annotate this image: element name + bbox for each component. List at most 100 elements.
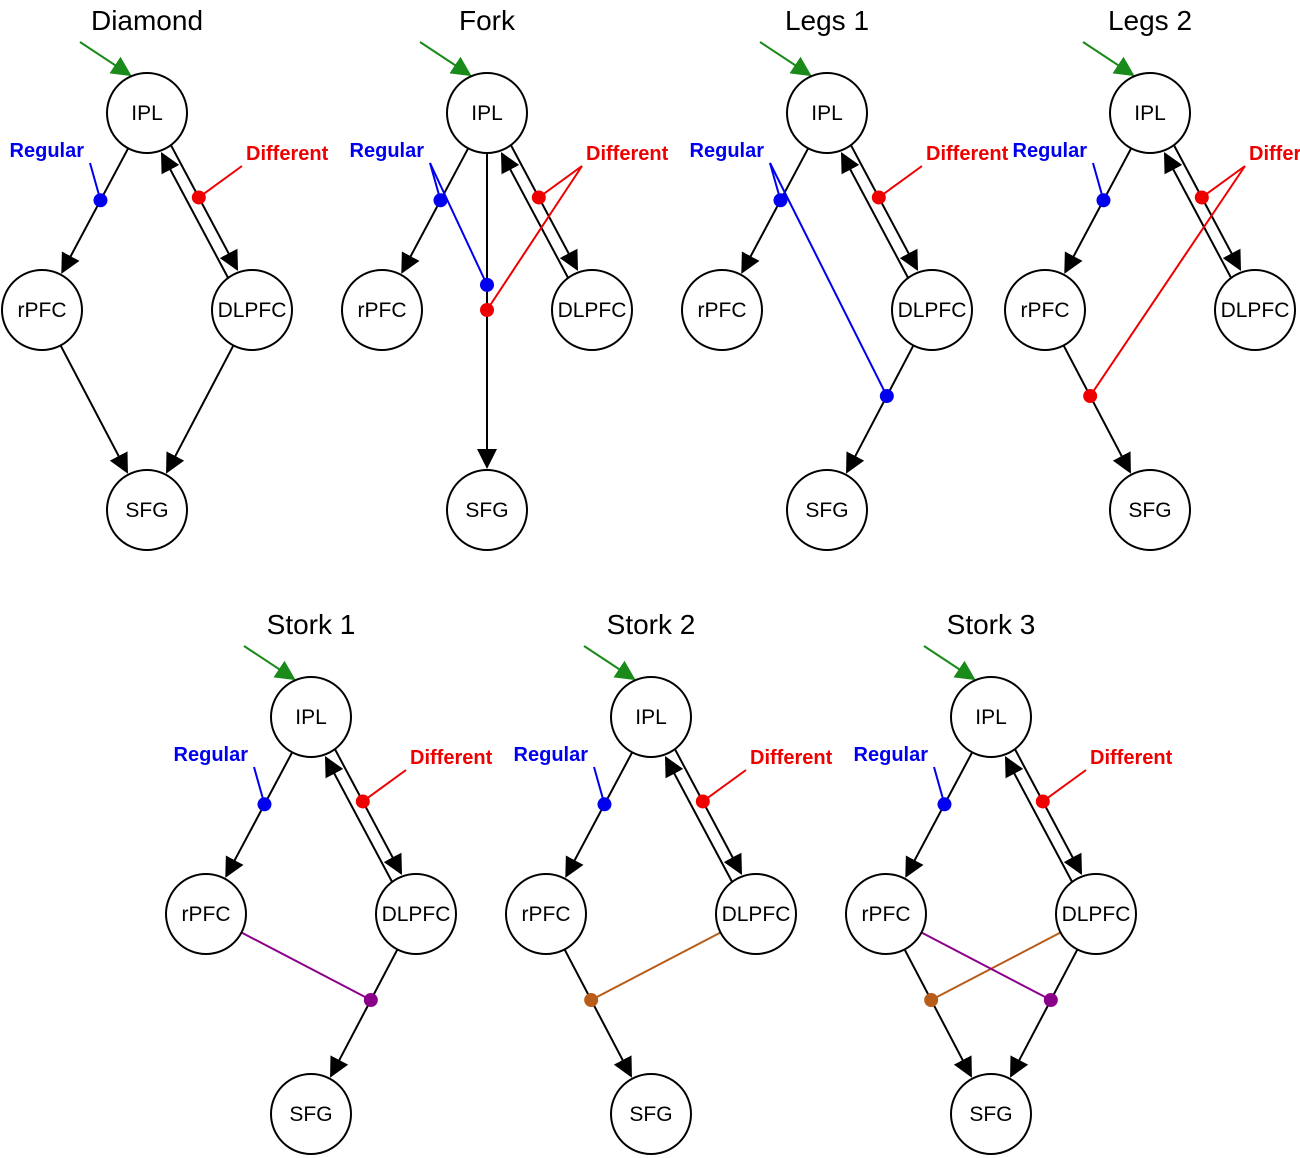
model-legs-2: Legs 2 Regular Different IPL rPFC DLPFC SFG — [1004, 5, 1300, 551]
node-ipl — [270, 676, 352, 758]
node-dlpfc — [891, 269, 973, 351]
regular-condition-label: Regular — [174, 744, 249, 766]
node-label-dlpfc: DLPFC — [1221, 299, 1290, 322]
connection-ipl-to-dlpfc — [510, 145, 579, 271]
modulation-dot-purple — [363, 993, 378, 1008]
connection-ipl-to-rpfc — [61, 147, 130, 274]
modulation-dot-different — [871, 190, 886, 205]
connection-ipl-to-rpfc — [225, 751, 294, 878]
connection-ipl-to-rpfc — [905, 751, 974, 878]
node-label-dlpfc: DLPFC — [898, 299, 967, 322]
regular-condition-label: Regular — [350, 140, 425, 162]
regular-condition-label: Regular — [1013, 140, 1088, 162]
different-condition-label: Different — [1090, 747, 1173, 769]
different-condition-label: Different — [1249, 143, 1300, 165]
modulation-line-purple — [920, 931, 1052, 1001]
connection-dlpfc-to-ipl — [160, 152, 229, 278]
modulation-dot-regular — [1096, 193, 1111, 208]
connection-dlpfc-to-sfg — [846, 344, 915, 474]
modulation-dot-regular — [597, 797, 612, 812]
modulation-line-regular — [429, 162, 488, 286]
node-label-sfg: SFG — [1128, 499, 1171, 522]
connection-ipl-to-dlpfc — [850, 145, 919, 271]
node-label-dlpfc: DLPFC — [1062, 903, 1131, 926]
node-rpfc — [845, 873, 927, 955]
connection-dlpfc-to-sfg — [166, 344, 235, 474]
different-condition-label: Different — [750, 747, 833, 769]
modulation-line-regular — [769, 162, 888, 397]
node-label-ipl: IPL — [1134, 102, 1166, 125]
connection-ipl-to-rpfc — [401, 147, 470, 274]
node-label-dlpfc: DLPFC — [722, 903, 791, 926]
node-ipl — [786, 72, 868, 154]
connection-ipl-to-dlpfc — [1014, 749, 1083, 875]
driving-input-arrow — [583, 645, 636, 681]
node-ipl — [950, 676, 1032, 758]
connection-dlpfc-to-ipl — [1163, 152, 1232, 278]
node-label-sfg: SFG — [969, 1103, 1012, 1126]
connection-ipl-to-dlpfc — [674, 749, 743, 875]
connection-ipl-to-rpfc — [1064, 147, 1133, 274]
connection-dlpfc-to-ipl — [840, 152, 909, 278]
driving-input-arrow — [759, 41, 812, 77]
node-sfg — [950, 1073, 1032, 1155]
node-label-rpfc: rPFC — [862, 903, 911, 926]
modulation-dot-regular — [480, 277, 494, 292]
modulation-dot-orange — [584, 993, 599, 1008]
different-condition-label: Different — [926, 143, 1009, 165]
connection-rpfc-to-sfg — [1062, 344, 1131, 474]
node-label-sfg: SFG — [289, 1103, 332, 1126]
regular-condition-label: Regular — [10, 140, 85, 162]
modulation-dot-regular — [433, 193, 448, 208]
connection-rpfc-to-sfg — [59, 344, 128, 474]
modulation-dot-different — [1035, 794, 1050, 809]
node-sfg — [270, 1073, 352, 1155]
node-label-sfg: SFG — [465, 499, 508, 522]
modulation-dot-regular — [93, 193, 108, 208]
modulation-dot-different — [531, 190, 546, 205]
different-condition-label: Different — [410, 747, 493, 769]
connection-ipl-to-dlpfc — [1173, 145, 1242, 271]
modulation-line-different — [362, 769, 407, 803]
modulation-dot-regular — [773, 193, 788, 208]
connection-ipl-to-dlpfc — [334, 749, 403, 875]
node-rpfc — [505, 873, 587, 955]
modulation-dot-purple — [1043, 993, 1058, 1008]
modulation-line-different — [538, 165, 583, 199]
node-label-rpfc: rPFC — [358, 299, 407, 322]
node-label-rpfc: rPFC — [182, 903, 231, 926]
node-label-rpfc: rPFC — [1021, 299, 1070, 322]
different-condition-label: Different — [586, 143, 669, 165]
modulation-line-orange — [590, 931, 722, 1001]
node-rpfc — [681, 269, 763, 351]
driving-input-arrow — [79, 41, 132, 77]
modulation-dot-different — [695, 794, 710, 809]
modulation-dot-different — [1194, 190, 1209, 205]
model-title: Legs 2 — [1108, 5, 1192, 36]
modulation-dot-regular — [257, 797, 272, 812]
node-ipl — [106, 72, 188, 154]
node-label-dlpfc: DLPFC — [218, 299, 287, 322]
modulation-line-orange — [930, 931, 1062, 1001]
different-condition-label: Different — [246, 143, 329, 165]
node-ipl — [1109, 72, 1191, 154]
node-dlpfc — [211, 269, 293, 351]
connection-rpfc-to-sfg — [903, 948, 972, 1078]
node-dlpfc — [1214, 269, 1296, 351]
model-title: Fork — [459, 5, 516, 36]
driving-input-arrow — [243, 645, 296, 681]
modulation-line-different — [702, 769, 747, 803]
node-label-rpfc: rPFC — [522, 903, 571, 926]
node-label-ipl: IPL — [811, 102, 843, 125]
node-label-rpfc: rPFC — [698, 299, 747, 322]
node-sfg — [106, 469, 188, 551]
modulation-line-purple — [240, 931, 372, 1001]
node-dlpfc — [715, 873, 797, 955]
node-rpfc — [1, 269, 83, 351]
modulation-dot-different — [480, 303, 494, 317]
node-sfg — [786, 469, 868, 551]
